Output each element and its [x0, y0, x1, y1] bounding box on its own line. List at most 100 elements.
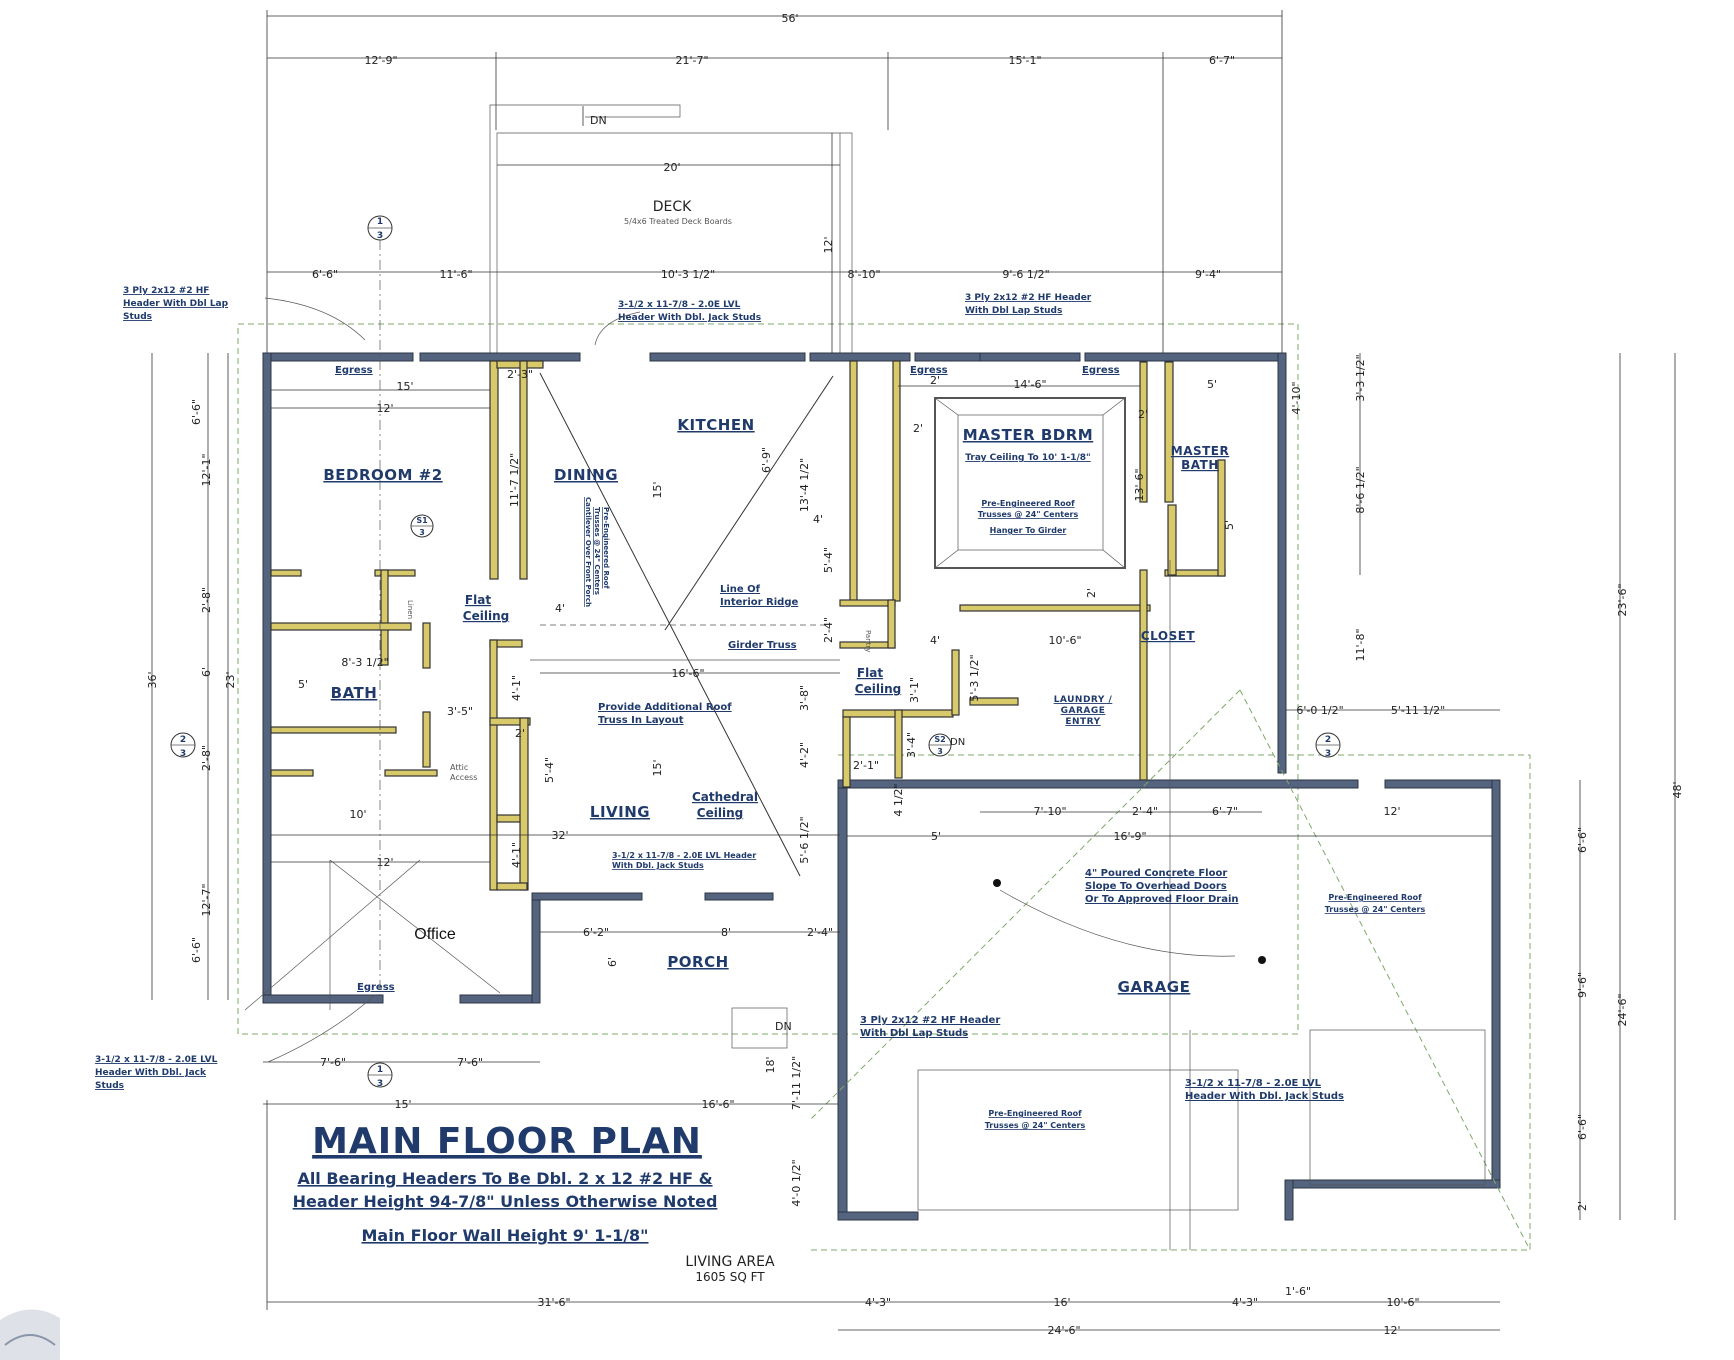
svg-text:3: 3: [377, 231, 383, 241]
room-porch: PORCH: [667, 953, 728, 971]
dim-right-23-6: 23'-6": [1616, 583, 1629, 616]
dim-mid-5612: 5'-6 1/2": [798, 816, 811, 863]
cathedral-1: Cathedral: [692, 790, 758, 804]
office-hdr-1: 3-1/2 x 11-7/8 - 2.0E LVL: [95, 1055, 218, 1065]
dim-bath-5: 5': [298, 678, 308, 691]
corner-logo: [0, 1309, 60, 1360]
svg-text:3: 3: [180, 749, 186, 759]
dim-left-36: 36': [146, 671, 159, 688]
concrete-2: Slope To Overhead Doors: [1085, 881, 1227, 892]
deck-label: DECK: [653, 199, 692, 215]
dim-mid-34: 3'-4": [905, 732, 918, 758]
dim-left-66a: 6'-6": [190, 399, 203, 425]
dim-gar-12: 12': [1383, 805, 1400, 818]
header-bed-1: 3 Ply 2x12 #2 HF: [123, 286, 209, 296]
dim-row2-2: 11'-6": [439, 268, 472, 281]
section-marker-left: 2 3: [170, 732, 196, 759]
room-labels: BEDROOM #2 DINING KITCHEN MASTER BDRM MA…: [323, 416, 1230, 996]
dim-row2-6: 9'-4": [1195, 268, 1221, 281]
dim-mb-2c: 2': [1138, 408, 1148, 421]
hanger-note: Hanger To Girder: [990, 526, 1067, 535]
interior-dimensions: 15' 12' 2'-3" 11'-7 1/2" 15' 6'-9" 13'-4…: [263, 368, 1500, 1207]
garage-truss-2: Trusses @ 24" Centers: [1325, 905, 1426, 914]
svg-text:2: 2: [180, 735, 186, 745]
flat-1: Flat: [465, 593, 491, 607]
right-dimensions: 23'-6" 48' 24'-6" 4'-10" 3'-3 1/2" 8'-6 …: [1290, 353, 1684, 1220]
dim-right-2: 2': [1576, 1201, 1589, 1211]
svg-text:1: 1: [377, 1065, 383, 1075]
dim-din-54: 5'-4": [543, 757, 556, 783]
dim-off-76a: 7'-6": [320, 1056, 346, 1069]
dim-gar-710: 7'-10": [1033, 805, 1066, 818]
dim-right-3-3: 3'-3 1/2": [1354, 354, 1367, 401]
attic-2: Access: [450, 773, 477, 782]
section-marker-right: 2 3: [1315, 732, 1341, 759]
section-marker-bottom: 1 3: [367, 1062, 393, 1089]
dim-kit-4: 4': [813, 513, 823, 526]
dim-kit-15: 15': [651, 481, 664, 498]
room-laundry-3: ENTRY: [1065, 717, 1100, 727]
egress-office: Egress: [357, 982, 395, 993]
garage-hdr-2: With Dbl Lap Studs: [860, 1028, 968, 1039]
dim-left-66b: 6'-6": [190, 937, 203, 963]
dining-truss-3: Cantilever Over Front Porch: [584, 497, 592, 607]
roof-lines: [244, 372, 1531, 1251]
room-master-bdrm: MASTER BDRM: [963, 426, 1093, 444]
dim-bot-316: 31'-6": [537, 1296, 570, 1309]
deck-sub: 5/4x6 Treated Deck Boards: [624, 217, 732, 226]
porch-dn: DN: [775, 1020, 792, 1033]
room-laundry-1: LAUNDRY /: [1054, 695, 1113, 705]
dim-din-41b: 4'-1": [510, 842, 523, 868]
dim-right-6-6b: 6'-6": [1576, 1114, 1589, 1140]
dim-gar-711: 7'-11 1/2": [790, 1056, 803, 1110]
dim-mb-136: 13'-6": [1133, 468, 1146, 501]
egress-master-2: Egress: [1082, 365, 1120, 376]
top-dimensions: 56' 12'-9" 21'-7" 15'-1" 6'-7" 6'-6" 11'…: [266, 10, 1283, 360]
dim-liv-15: 15': [651, 759, 664, 776]
dim-left-121a: 12'-1": [200, 453, 213, 486]
room-bedroom2: BEDROOM #2: [323, 466, 442, 484]
room-laundry-2: GARAGE: [1061, 706, 1106, 716]
linen-label: Linen: [406, 600, 414, 619]
garage-truss-1: Pre-Engineered Roof: [1328, 893, 1422, 902]
dim-top-4: 6'-7": [1209, 54, 1235, 67]
dim-liv-32: 32': [551, 829, 568, 842]
stair-dn: DN: [950, 737, 965, 748]
callout-notes: Tray Ceiling To 10' 1-1/8" Pre-Engineere…: [95, 286, 1426, 1130]
dim-gar-67: 6'-7": [1212, 805, 1238, 818]
room-garage: GARAGE: [1118, 978, 1191, 996]
title-block: MAIN FLOOR PLAN All Bearing Headers To B…: [293, 1121, 775, 1284]
dim-bed-15: 15': [396, 380, 413, 393]
room-master-bath-1: MASTER: [1171, 444, 1230, 458]
dim-row2-1: 6'-6": [312, 268, 338, 281]
header-kit-1: 3-1/2 x 11-7/8 - 2.0E LVL: [618, 300, 741, 310]
dim-bot-16: 16': [1053, 1296, 1070, 1309]
svg-text:3: 3: [937, 747, 943, 756]
concrete-1: 4" Poured Concrete Floor: [1085, 868, 1227, 879]
svg-text:S2: S2: [934, 735, 945, 744]
plan-note-1: All Bearing Headers To Be Dbl. 2 x 12 #2…: [297, 1169, 712, 1188]
dim-bot-12: 12': [1383, 1324, 1400, 1337]
dim-liv-12: 12': [376, 856, 393, 869]
dim-left-23: 23': [224, 671, 237, 688]
egress-bedroom: Egress: [335, 365, 373, 376]
room-dining: DINING: [554, 466, 618, 484]
dim-mid-21: 2'-1": [853, 759, 879, 772]
dim-kit-69: 6'-9": [760, 447, 773, 473]
room-kitchen: KITCHEN: [677, 416, 754, 434]
ridge-2: Interior Ridge: [720, 597, 798, 608]
dim-din-4: 4': [555, 602, 565, 615]
room-office: Office: [414, 926, 456, 943]
flat-2: Ceiling: [463, 609, 509, 623]
garage-doors: [917, 560, 1486, 1250]
dim-top-2: 21'-7": [675, 54, 708, 67]
dim-left-121b: 12'-7": [200, 883, 213, 916]
dim-gar-18: 18': [764, 1056, 777, 1073]
room-master-bath-2: BATH: [1181, 458, 1219, 472]
svg-text:3: 3: [1325, 749, 1331, 759]
office-hdr-3: Studs: [95, 1081, 124, 1091]
room-closet: CLOSET: [1141, 629, 1196, 643]
concrete-3: Or To Approved Floor Drain: [1085, 894, 1239, 905]
dim-top-total: 56': [781, 12, 798, 25]
dim-kit-54: 5'-4": [822, 547, 835, 573]
